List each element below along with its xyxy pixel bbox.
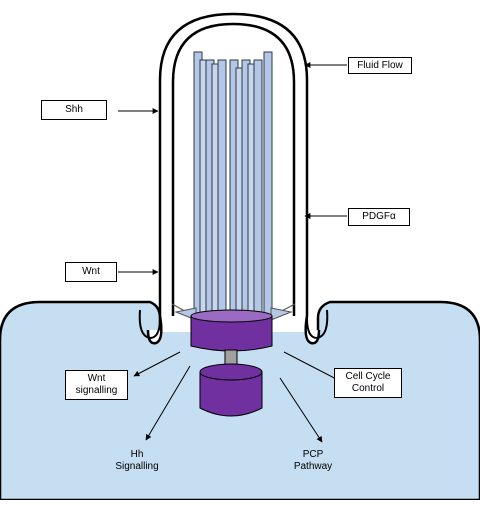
label-arrows — [118, 62, 347, 443]
pcp-pathway-arrow — [279, 377, 323, 443]
hh-signalling-arrow — [145, 365, 191, 441]
wnt-label: Wnt — [65, 262, 117, 282]
wnt-signalling-label: Wnt signalling — [65, 370, 128, 400]
daughter-centriole-top — [199, 363, 263, 381]
wnt-signalling-arrow — [133, 351, 181, 377]
ciliary-pocket-left — [138, 309, 161, 340]
ciliary-pocket-right — [306, 309, 329, 340]
pdgfa-label: PDGFα — [348, 208, 410, 226]
axoneme — [193, 51, 273, 319]
cell-cycle-control-label: Cell Cycle Control — [334, 368, 402, 398]
cell-cycle-arrow — [283, 351, 343, 383]
fluid-flow-label: Fluid Flow — [348, 57, 412, 74]
hh-signalling-label: Hh Signalling — [115, 449, 159, 472]
pcp-pathway-label: PCP Pathway — [293, 449, 333, 472]
ciliary-membrane-inner — [171, 22, 296, 316]
basal-body-top — [190, 309, 273, 323]
shh-label: Shh — [41, 100, 107, 120]
daughter-centriole — [199, 371, 263, 417]
